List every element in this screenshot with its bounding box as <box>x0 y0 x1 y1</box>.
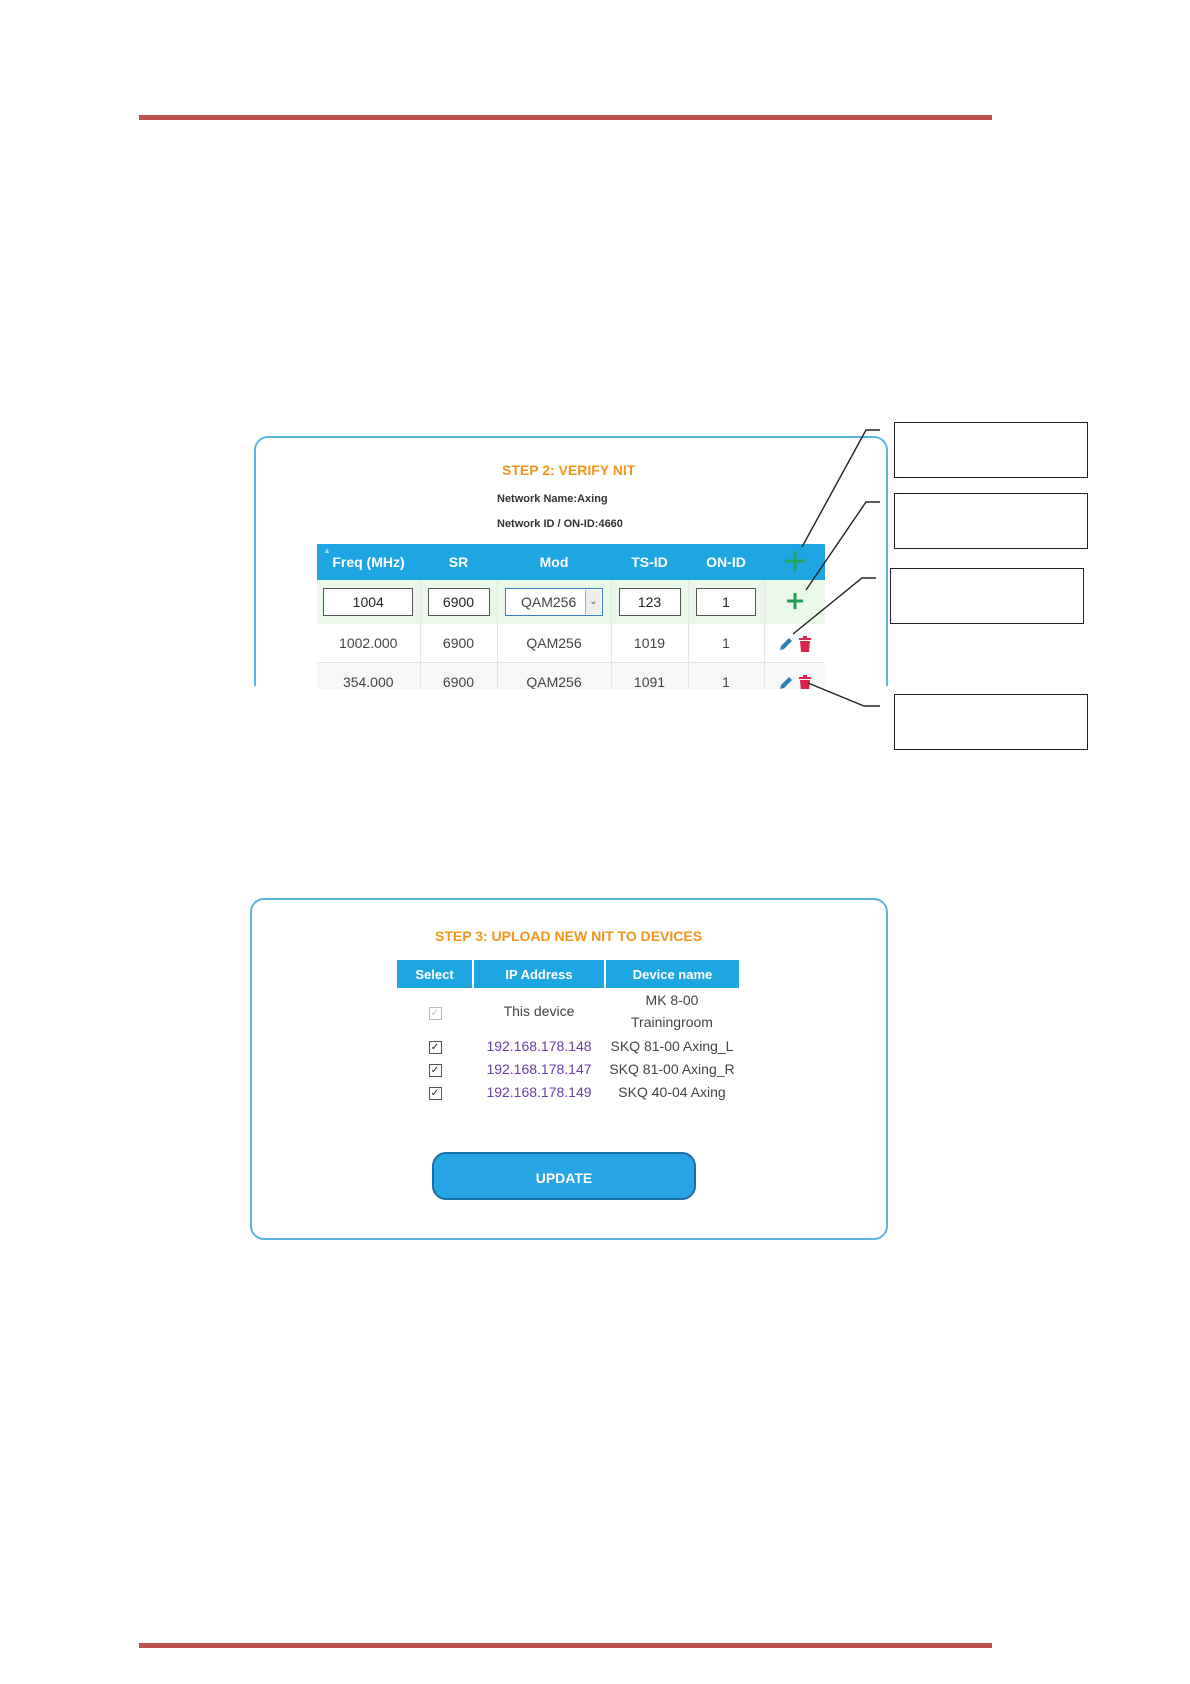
col-device-name: Device name <box>605 960 739 988</box>
col-select: Select <box>397 960 474 988</box>
device-name: SKQ 40-04 Axing <box>618 1083 726 1100</box>
network-name: Network Name:Axing <box>497 493 608 505</box>
device-row: ✓ 192.168.178.148 SKQ 81-00 Axing_L <box>397 1034 739 1057</box>
chevron-down-icon: ⌄ <box>585 590 601 614</box>
plus-icon <box>786 592 803 609</box>
table-row: 1002.000 6900 QAM256 1019 1 <box>317 624 825 663</box>
col-freq[interactable]: ▲ Freq (MHz) <box>317 544 420 580</box>
sort-asc-icon: ▲ <box>323 546 331 555</box>
pencil-icon[interactable] <box>778 675 794 691</box>
freq-input[interactable]: 1004 <box>323 588 414 616</box>
callout-box-add-header <box>894 422 1088 478</box>
nit-header-row: ▲ Freq (MHz) SR Mod TS-ID ON-ID <box>317 544 825 580</box>
devices-table: Select IP Address Device name ✓ This dev… <box>397 960 739 1103</box>
device-name-line1: MK 8-00 <box>645 992 699 1008</box>
step3-title: STEP 3: UPLOAD NEW NIT TO DEVICES <box>435 928 703 944</box>
cell-freq: 1002.000 <box>317 624 421 663</box>
trash-icon[interactable] <box>798 674 812 691</box>
edit-row: 1004 6900 QAM256 ⌄ 123 1 <box>317 580 825 624</box>
mod-select-value: QAM256 <box>521 594 577 610</box>
callout-box-edit <box>890 568 1084 624</box>
cell-sr: 6900 <box>420 624 498 663</box>
device-ip[interactable]: 192.168.178.149 <box>486 1083 592 1100</box>
devices-header-row: Select IP Address Device name <box>397 960 739 988</box>
tsid-input[interactable]: 123 <box>618 588 681 616</box>
callout-box-delete <box>894 694 1088 750</box>
device-row: ✓ 192.168.178.147 SKQ 81-00 Axing_R <box>397 1057 739 1080</box>
device-ip: This device <box>503 1003 575 1019</box>
col-ip: IP Address <box>473 960 606 988</box>
device-row: ✓ 192.168.178.149 SKQ 40-04 Axing <box>397 1080 739 1103</box>
pencil-icon[interactable] <box>778 636 794 652</box>
trash-icon[interactable] <box>798 635 812 652</box>
cell-tsid: 1019 <box>611 624 689 663</box>
device-ip[interactable]: 192.168.178.147 <box>486 1060 592 1077</box>
header-rule <box>139 115 992 120</box>
sr-input[interactable]: 6900 <box>427 588 490 616</box>
mod-select[interactable]: QAM256 ⌄ <box>505 588 603 616</box>
onid-input[interactable]: 1 <box>696 588 756 616</box>
col-mod[interactable]: Mod <box>497 544 611 580</box>
device-ip[interactable]: 192.168.178.148 <box>486 1037 592 1054</box>
col-sr[interactable]: SR <box>420 544 497 580</box>
device-checkbox[interactable]: ✓ <box>428 1064 442 1077</box>
device-name: SKQ 81-00 Axing_L <box>610 1037 734 1054</box>
device-name-line2: Trainingroom <box>631 1014 713 1030</box>
update-button[interactable]: UPDATE <box>432 1152 696 1200</box>
col-tsid[interactable]: TS-ID <box>611 544 688 580</box>
row-actions <box>764 624 825 663</box>
device-checkbox[interactable]: ✓ <box>428 1087 442 1100</box>
device-name: SKQ 81-00 Axing_R <box>609 1060 735 1077</box>
device-checkbox-disabled: ✓ <box>428 1006 442 1020</box>
step2-title: STEP 2: VERIFY NIT <box>502 462 636 478</box>
plus-icon <box>784 550 805 571</box>
add-row-header-button[interactable] <box>764 544 825 580</box>
callout-box-add-entry <box>894 493 1088 549</box>
col-freq-label: Freq (MHz) <box>332 554 405 570</box>
cell-mod: QAM256 <box>497 624 612 663</box>
col-onid[interactable]: ON-ID <box>688 544 764 580</box>
device-checkbox[interactable]: ✓ <box>428 1041 442 1054</box>
cell-onid: 1 <box>688 624 765 663</box>
footer-rule <box>139 1643 992 1648</box>
network-id: Network ID / ON-ID:4660 <box>497 518 623 530</box>
table-clip <box>250 689 890 719</box>
